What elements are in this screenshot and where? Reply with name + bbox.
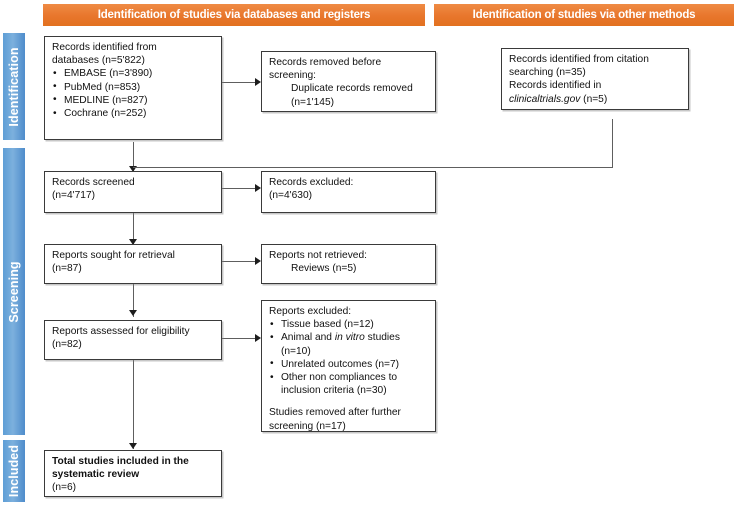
reason-animal-count: (n=10) (281, 345, 311, 357)
records-removed-line3: Duplicate records removed (291, 83, 413, 95)
records-excluded-line1: Records excluded: (269, 177, 354, 188)
header-databases-and-registers: Identification of studies via databases … (43, 4, 425, 26)
arrow-into-reports-sought (129, 239, 137, 245)
records-identified-other-methods: Records identified from citation searchi… (501, 48, 689, 110)
citation-line1: Records identified from citation (509, 54, 649, 65)
clinicaltrials-gov-count: (n=5) (580, 93, 608, 105)
list-item: Unrelated outcomes (n=7) (269, 357, 429, 371)
stage-bar-included: Included (3, 440, 25, 502)
citation-line3: Records identified in (509, 80, 602, 92)
reason-animal-post: studies (364, 332, 400, 344)
list-item: PubMed (n=853) (52, 80, 215, 94)
reports-not-retrieved: Reports not retrieved: Reviews (n=5) (261, 244, 436, 284)
arrow-identified-to-removed (255, 78, 261, 86)
arrow-into-total-included (129, 443, 137, 449)
records-excluded: Records excluded: (n=4'630) (261, 171, 436, 213)
spacer (269, 397, 429, 406)
connector-identified-down (133, 142, 134, 179)
records-identified-from-databases: Records identified from databases (n=5'8… (44, 36, 222, 140)
connector-assessed-to-excluded (222, 338, 256, 339)
reports-excluded-footer-line1: Studies removed after further (269, 407, 401, 419)
connector-assessed-down (133, 360, 134, 449)
arrow-assessed-to-excluded (255, 334, 261, 342)
total-included-line3: (n=6) (52, 482, 77, 494)
reports-excluded: Reports excluded: Tissue based (n=12) An… (261, 300, 436, 432)
connector-screened-down (133, 213, 134, 246)
total-included-line1: Total studies included in the (52, 456, 189, 467)
reports-excluded-title: Reports excluded: (269, 306, 352, 317)
stage-bar-identification: Identification (3, 33, 25, 140)
records-excluded-line2: (n=4'630) (269, 190, 313, 202)
list-item: EMBASE (n=3'890) (52, 67, 215, 80)
citation-line4: clinicaltrials.gov (n=5) (509, 93, 682, 106)
reports-excluded-reason-list: Tissue based (n=12) Animal and in vitro … (269, 318, 429, 397)
total-included-line2: systematic review (52, 469, 140, 481)
connector-sought-to-not-retrieved (222, 261, 256, 262)
connector-identified-to-removed (222, 82, 256, 83)
clinicaltrials-gov-italic: clinicaltrials.gov (509, 93, 581, 105)
in-vitro-italic: in vitro (334, 332, 365, 344)
arrow-sought-to-not-retrieved (255, 257, 261, 265)
stage-label-included: Included (7, 444, 21, 498)
list-item: MEDLINE (n=827) (52, 93, 215, 107)
stage-label-identification: Identification (7, 46, 21, 127)
records-removed-line2: screening: (269, 70, 317, 82)
arrow-into-records-screened (129, 166, 137, 172)
citation-line2: searching (n=35) (509, 67, 586, 79)
reports-excluded-footer-line2: screening (n=17) (269, 420, 346, 432)
header-other-methods: Identification of studies via other meth… (434, 4, 734, 26)
reason-animal-pre: Animal and (281, 332, 335, 344)
connector-sought-down (133, 284, 134, 317)
records-removed-line4: (n=1'145) (291, 96, 335, 108)
reports-sought-line1: Reports sought for retrieval (52, 250, 175, 261)
reports-not-retrieved-line1: Reports not retrieved: (269, 250, 367, 261)
records-removed-line1: Records removed before (269, 57, 382, 68)
reports-sought-line2: (n=87) (52, 263, 82, 275)
list-item: Tissue based (n=12) (269, 318, 429, 331)
reason-other-line2: inclusion criteria (n=30) (281, 385, 387, 397)
stage-bar-screening: Screening (3, 148, 25, 435)
records-identified-source-list: EMBASE (n=3'890) PubMed (n=853) MEDLINE … (52, 67, 215, 120)
records-identified-line1: Records identified from (52, 42, 157, 53)
reason-other-line1: Other non compliances to (281, 372, 398, 384)
reports-sought-for-retrieval: Reports sought for retrieval (n=87) (44, 244, 222, 284)
records-screened-line2: (n=4'717) (52, 190, 96, 202)
reports-assessed-line1: Reports assessed for eligibility (52, 326, 190, 337)
reports-not-retrieved-line2: Reviews (n=5) (291, 263, 357, 275)
reports-assessed-for-eligibility: Reports assessed for eligibility (n=82) (44, 320, 222, 360)
header-databases-label: Identification of studies via databases … (97, 8, 371, 21)
header-other-methods-label: Identification of studies via other meth… (472, 8, 696, 21)
records-removed-before-screening: Records removed before screening: Duplic… (261, 51, 436, 112)
arrow-into-reports-assessed (129, 310, 137, 316)
connector-other-methods-down (612, 119, 613, 168)
list-item: Cochrane (n=252) (52, 107, 215, 120)
stage-label-screening: Screening (7, 260, 21, 323)
list-item: Animal and in vitro studies (n=10) (269, 331, 429, 357)
connector-screened-to-excluded (222, 188, 256, 189)
records-identified-line2: databases (n=5'822) (52, 55, 145, 67)
connector-other-methods-left (133, 167, 613, 168)
arrow-screened-to-excluded (255, 184, 261, 192)
records-screened: Records screened (n=4'717) (44, 171, 222, 213)
records-screened-line1: Records screened (52, 177, 135, 188)
total-studies-included: Total studies included in the systematic… (44, 450, 222, 497)
reports-assessed-line2: (n=82) (52, 339, 82, 351)
